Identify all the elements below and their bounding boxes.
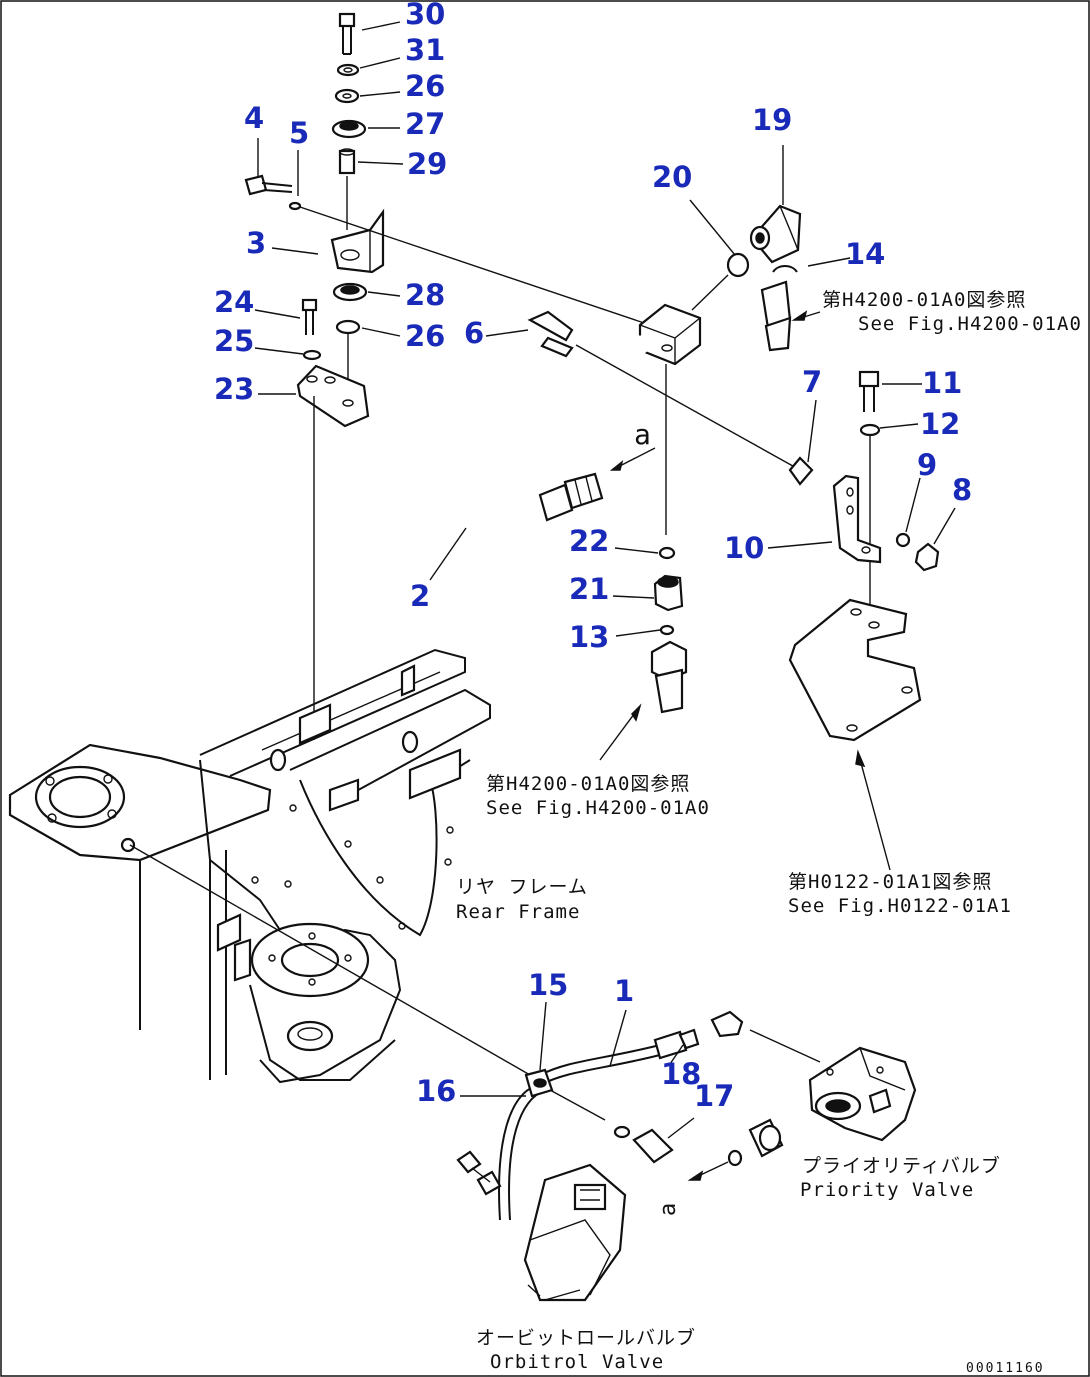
callout-13: 13 [569,620,609,654]
callout-22: 22 [569,524,609,558]
label-orbitrol-valve-jp: オービットロールバルブ [476,1326,696,1349]
callout-29: 29 [407,147,447,181]
label-priority-valve-en: Priority Valve [800,1179,974,1201]
hose-assembly-2 [442,204,821,535]
label-priority-valve-jp: プライオリティバルブ [802,1154,1001,1177]
callout-23: 23 [214,372,254,406]
callout-1: 1 [614,974,634,1008]
callout-17: 17 [694,1079,734,1113]
label-rear-frame-jp: リヤ フレーム [456,876,588,898]
note-h0122-jp: 第H0122-01A1図参照 [788,871,992,893]
callout-24: 24 [214,285,254,319]
callout-6: 6 [464,316,484,350]
right-bracket-group [788,370,940,871]
callout-10: 10 [724,531,764,565]
callout-numbers: 30 31 26 27 29 4 5 3 28 24 25 26 23 6 19… [214,0,972,1113]
callout-14: 14 [845,237,885,271]
callout-31: 31 [405,33,445,67]
callout-30: 30 [405,0,445,31]
callout-8: 8 [952,473,972,507]
callout-26-lower: 26 [405,319,445,353]
callout-12: 12 [920,407,960,441]
leader-lines [254,21,956,1139]
callout-11: 11 [922,366,962,400]
note-h4200-top-en: See Fig.H4200-01A0 [858,313,1082,335]
rear-frame [8,648,531,1084]
callout-28: 28 [405,278,445,312]
lower-hose-assembly [456,1010,917,1302]
marker-a-upper: a [634,418,652,451]
reference-notes: 第H4200-01A0図参照 See Fig.H4200-01A0 第H4200… [456,289,1082,1376]
label-orbitrol-valve-en: Orbitrol Valve [490,1351,664,1373]
top-fastener-stack [244,12,651,740]
note-h4200-mid-jp: 第H4200-01A0図参照 [486,773,690,795]
callout-25: 25 [214,324,254,358]
callout-4: 4 [244,101,264,135]
callout-2: 2 [410,579,430,613]
center-fittings [599,546,688,761]
callout-18: 18 [661,1057,701,1091]
callout-21: 21 [569,572,609,606]
callout-9: 9 [917,448,937,482]
marker-a-lower: a [656,1202,681,1216]
callout-5: 5 [289,116,309,150]
callout-20: 20 [652,160,692,194]
note-h4200-mid-en: See Fig.H4200-01A0 [486,797,710,819]
note-h4200-top-jp: 第H4200-01A0図参照 [822,289,1026,311]
callout-26-upper: 26 [405,69,445,103]
note-h0122-en: See Fig.H0122-01A1 [788,895,1012,917]
callout-27: 27 [405,107,445,141]
callout-19: 19 [752,103,792,137]
callout-16: 16 [416,1074,456,1108]
callout-7: 7 [802,365,822,399]
label-rear-frame-en: Rear Frame [456,901,580,923]
drawing-number: 00011160 [966,1361,1045,1376]
callout-15: 15 [528,968,568,1002]
callout-3: 3 [246,226,266,260]
